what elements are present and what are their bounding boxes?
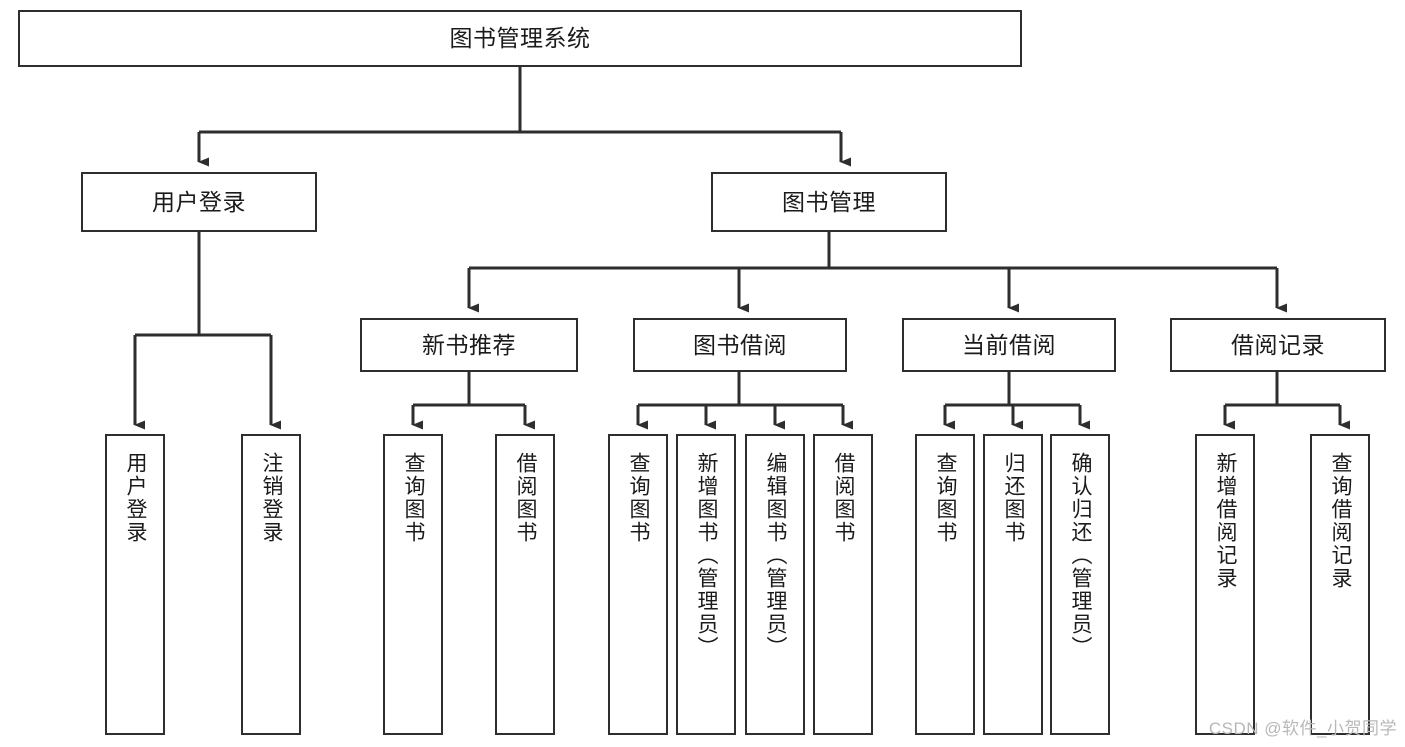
leaf-borrow-book-1[interactable]: 借阅图书 bbox=[495, 434, 555, 735]
leaf-add-record-label: 新增借阅记录 bbox=[1214, 452, 1238, 590]
leaf-confirm-return-label: 确认归还（管理员） bbox=[1069, 452, 1093, 659]
leaf-borrow-book-1-label: 借阅图书 bbox=[514, 452, 538, 544]
node-book-borrow[interactable]: 图书借阅 bbox=[633, 318, 847, 372]
leaf-edit-book[interactable]: 编辑图书（管理员） bbox=[745, 434, 805, 735]
leaf-add-book-label: 新增图书（管理员） bbox=[695, 452, 719, 659]
leaf-return-book-label: 归还图书 bbox=[1002, 452, 1026, 544]
leaf-query-book-2[interactable]: 查询图书 bbox=[608, 434, 668, 735]
leaf-user-login[interactable]: 用户登录 bbox=[105, 434, 165, 735]
node-root-label: 图书管理系统 bbox=[449, 25, 591, 52]
leaf-logout-login[interactable]: 注销登录 bbox=[241, 434, 301, 735]
leaf-query-book-3-label: 查询图书 bbox=[934, 452, 958, 544]
leaf-borrow-book-2-label: 借阅图书 bbox=[832, 452, 856, 544]
leaf-edit-book-label: 编辑图书（管理员） bbox=[764, 452, 788, 659]
node-book-borrow-label: 图书借阅 bbox=[693, 331, 787, 358]
node-root[interactable]: 图书管理系统 bbox=[18, 10, 1022, 67]
node-book-management-label: 图书管理 bbox=[782, 188, 876, 215]
leaf-query-record[interactable]: 查询借阅记录 bbox=[1310, 434, 1370, 735]
leaf-add-record[interactable]: 新增借阅记录 bbox=[1195, 434, 1255, 735]
node-current-borrow-label: 当前借阅 bbox=[962, 331, 1056, 358]
leaf-query-book-1-label: 查询图书 bbox=[402, 452, 426, 544]
node-borrow-record-label: 借阅记录 bbox=[1231, 331, 1325, 358]
leaf-return-book[interactable]: 归还图书 bbox=[983, 434, 1043, 735]
leaf-user-login-label: 用户登录 bbox=[124, 452, 148, 544]
node-borrow-record[interactable]: 借阅记录 bbox=[1170, 318, 1386, 372]
node-user-login-label: 用户登录 bbox=[152, 188, 246, 215]
leaf-query-book-3[interactable]: 查询图书 bbox=[915, 434, 975, 735]
node-current-borrow[interactable]: 当前借阅 bbox=[902, 318, 1116, 372]
leaf-confirm-return[interactable]: 确认归还（管理员） bbox=[1050, 434, 1110, 735]
node-book-management[interactable]: 图书管理 bbox=[711, 172, 947, 232]
leaf-query-record-label: 查询借阅记录 bbox=[1329, 452, 1353, 590]
node-new-book-recommend-label: 新书推荐 bbox=[422, 331, 516, 358]
leaf-add-book[interactable]: 新增图书（管理员） bbox=[676, 434, 736, 735]
leaf-logout-login-label: 注销登录 bbox=[260, 452, 284, 544]
leaf-borrow-book-2[interactable]: 借阅图书 bbox=[813, 434, 873, 735]
leaf-query-book-1[interactable]: 查询图书 bbox=[383, 434, 443, 735]
leaf-query-book-2-label: 查询图书 bbox=[627, 452, 651, 544]
node-user-login[interactable]: 用户登录 bbox=[81, 172, 317, 232]
node-new-book-recommend[interactable]: 新书推荐 bbox=[360, 318, 578, 372]
